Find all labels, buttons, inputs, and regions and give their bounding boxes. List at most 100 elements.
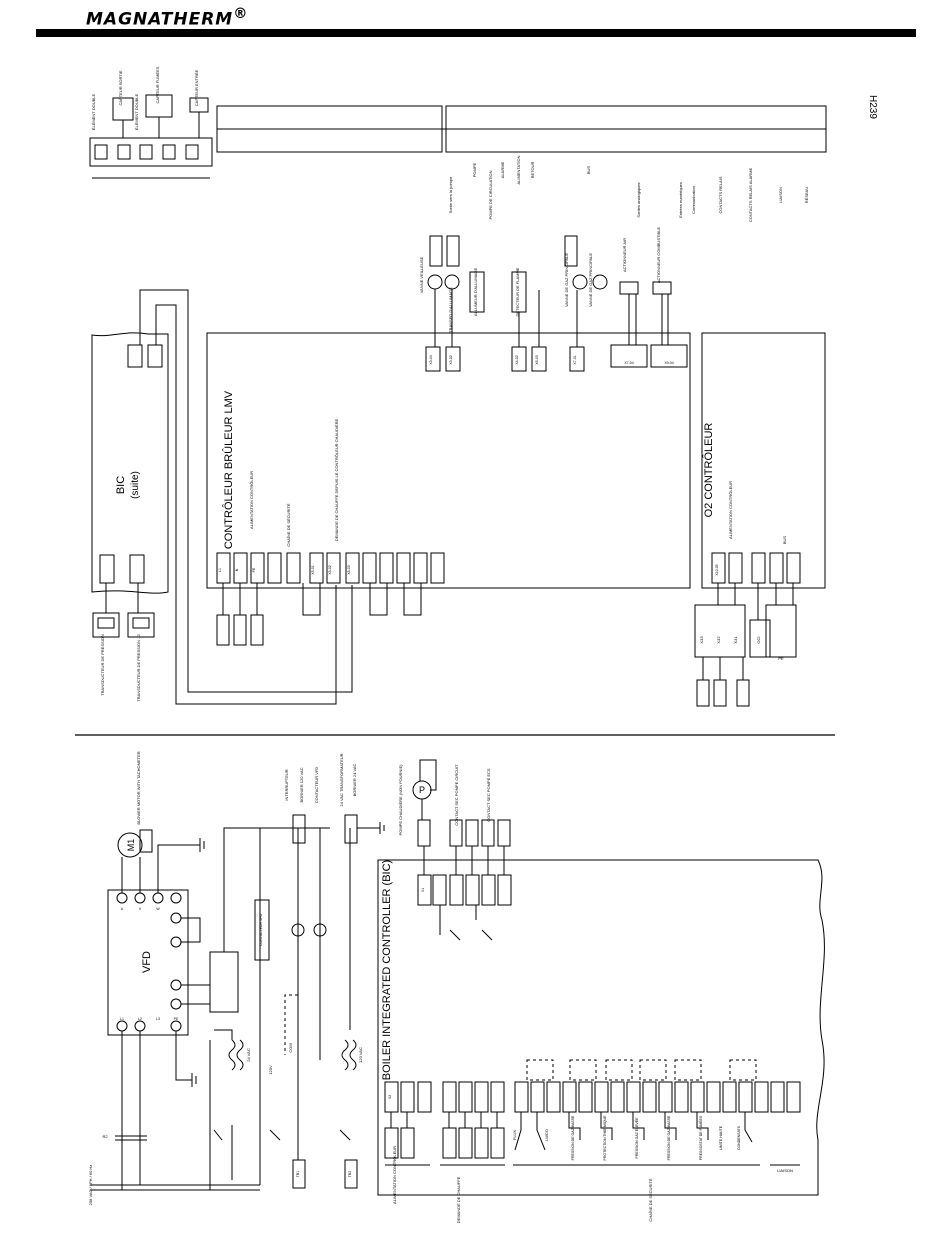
lower-small-6: U <box>121 907 124 911</box>
right-label-4: POMPE <box>472 162 477 177</box>
motor-title: M1 <box>126 839 136 852</box>
chain-label-7: PRESSOSTAT DE FUMÉES <box>698 1115 703 1160</box>
valve-label-4: DÉTECTEUR DE FLAMME <box>515 267 520 316</box>
element-label-5: CAPTEUR ENTRÉE <box>194 69 199 106</box>
switch-label-3: CONTACTEUR VFD <box>314 767 319 804</box>
supply-label: 208 VAC / 1PH / 60 Hz <box>88 1165 93 1206</box>
bus-label-1: X33 <box>699 636 704 644</box>
lower-small-10: 120 VAC <box>358 1047 363 1063</box>
lmv-pin-3: PE <box>252 567 256 572</box>
lmv-pin-4: X5-01 <box>311 565 315 574</box>
chain-label-8: LIMITE HAUTE <box>719 1125 723 1150</box>
lmv-power-label: ALIMENTATION CONTRÔLEUR <box>249 471 254 529</box>
element-plug-1 <box>112 97 134 121</box>
right-label-9: CONTACTS RELAIS <box>718 176 723 213</box>
sensor-label-2: TRANSDUCTEUR DE PRESSION - 2 <box>136 634 141 702</box>
lmv-pin-12: X7-04 <box>624 361 633 365</box>
valve-label-5: VANNE DE GAZ PRINCIPALE <box>564 253 569 307</box>
right-label-5: POMPE DE CIRCULATION <box>488 170 493 219</box>
contact-label-2: CONTACT SEC POMPE ECS <box>486 768 491 822</box>
valve-label-3: ALLUMEUR D'ALLUMAGE <box>473 268 478 317</box>
chain-label-4: PROTECTION THERMIQUE <box>603 1115 607 1161</box>
igniter-box <box>469 271 485 313</box>
main-gas-valve-1 <box>572 274 588 290</box>
o2-controller-box <box>701 332 826 589</box>
bus-label-5: PE <box>778 656 784 661</box>
lower-small-11: 120V <box>268 1065 273 1075</box>
lmv-pin-10: X6-03 <box>535 355 539 364</box>
lower-small-7: V <box>139 907 142 911</box>
lmv-safety-label: CHAÎNE DE SÉCURITÉ <box>286 503 291 546</box>
pressure-transducer-2 <box>127 612 155 638</box>
pressure-transducer-1 <box>92 612 120 638</box>
blower-motor <box>117 832 143 858</box>
right-label-8: Sorties analogiques <box>636 182 641 217</box>
bic-connector-3 <box>99 554 115 584</box>
o2-power-supply <box>694 604 746 658</box>
lmv-controller-box <box>206 332 691 589</box>
right-label-11: Communication <box>691 186 696 214</box>
valve-label-1: VANNE VEILLEUSE <box>419 256 424 293</box>
chain-label-9: CONDENSATS <box>737 1125 741 1150</box>
chain-label-1: FLUX <box>512 1130 517 1141</box>
lower-small-2: L1 <box>120 1017 124 1021</box>
right-label-7: BUS <box>586 166 591 175</box>
lower-small-5: PE <box>174 1017 179 1021</box>
element-label-1: ÉLÉMENT DOUBLE <box>91 93 96 130</box>
lower-small-14: TB1 <box>296 1171 300 1177</box>
main-gas-valve-2 <box>592 274 608 290</box>
lmv-pin-13: X9-04 <box>664 361 673 365</box>
lmv-pin-1: L1 <box>218 568 222 572</box>
lmv-demand-label: DEMANDE DE CHAUFFE DEPUIS LE CONTRÔLEUR … <box>334 418 339 541</box>
o2-power-label: ALIMENTATION CONTRÔLEUR <box>728 481 733 539</box>
bic-connector-2 <box>147 344 163 368</box>
sensor-label-1: TRANSDUCTEUR DE PRESSION <box>100 634 105 696</box>
lmv-pin-11: X7-01 <box>573 355 577 364</box>
chain-label-3: PRESSION DE GAZ BASSE <box>571 1115 575 1160</box>
o2-title: O2 CONTRÔLEUR <box>702 423 715 518</box>
lmv-pin-8: X3-02 <box>449 355 453 364</box>
side-label-3: CHAÎNE DE SÉCURITÉ <box>648 1178 653 1221</box>
air-actuator <box>619 281 639 295</box>
lmv-conn-x54 <box>650 344 688 368</box>
actuator-label-air: ACTIONNEUR AIR <box>622 238 627 272</box>
o2-bus-block <box>765 604 797 658</box>
element-label-4: CAPTEUR FUMÉES <box>155 66 160 103</box>
switch-label-5: BORNIER 24 VAC <box>352 763 357 796</box>
side-label-2: DEMANDE DE CHAUFFE <box>456 1176 461 1223</box>
bic-connector-4 <box>129 554 145 584</box>
brand-logo-text: MAGNATHERM <box>86 9 234 30</box>
brand-logo: MAGNATHERM® <box>86 6 248 30</box>
side-label-1: ALIMENTATION CONTRÔLEUR <box>392 1146 397 1204</box>
right-label-12: CONTACTS RELAIS ALARME <box>748 167 753 222</box>
pump-label: POMPE CHAUDIÈRE (NON FOURNIE) <box>398 764 403 836</box>
lmv-pin-6: X5-03 <box>347 565 351 574</box>
switch-label-1: INTERRUPTEUR <box>284 769 289 800</box>
lower-small-9: 24 VAC <box>246 1048 251 1062</box>
right-label-3: RETOUR <box>530 161 535 178</box>
ignition-transformer-symbol <box>444 274 460 290</box>
right-label-2: ALARME <box>500 161 505 178</box>
pilot-valve-symbol <box>427 274 443 290</box>
bus-label-2: X32 <box>716 636 721 644</box>
lower-small-1: R2 <box>102 1134 108 1139</box>
bus-label-4: OCI <box>756 636 761 643</box>
lower-small-4: L3 <box>156 1017 160 1021</box>
bus-label-3: X31 <box>733 636 738 644</box>
element-label-3: ÉLÉMENT DOUBLE <box>134 93 139 130</box>
o2-bus-label: BUS <box>782 536 787 545</box>
pump-symbol: P <box>419 785 425 795</box>
lmv-pin-7: X3-04 <box>429 355 433 364</box>
bic-long-title: BOILER INTEGRATED CONTROLLER (BIC) <box>381 860 393 1080</box>
sensor-terminal-strip <box>89 137 213 167</box>
bic-connector-1 <box>127 344 143 368</box>
header-rule <box>36 29 916 37</box>
o2-pin-1: X10-05 <box>715 564 719 575</box>
lmv-pin-9: X4-02 <box>515 355 519 364</box>
lower-small-13: CONTACTEUR VFD <box>259 914 263 946</box>
lower-small-8: W <box>156 907 160 911</box>
chain-label-2: LWCO <box>544 1129 549 1141</box>
bic-title: BIC <box>115 476 127 494</box>
